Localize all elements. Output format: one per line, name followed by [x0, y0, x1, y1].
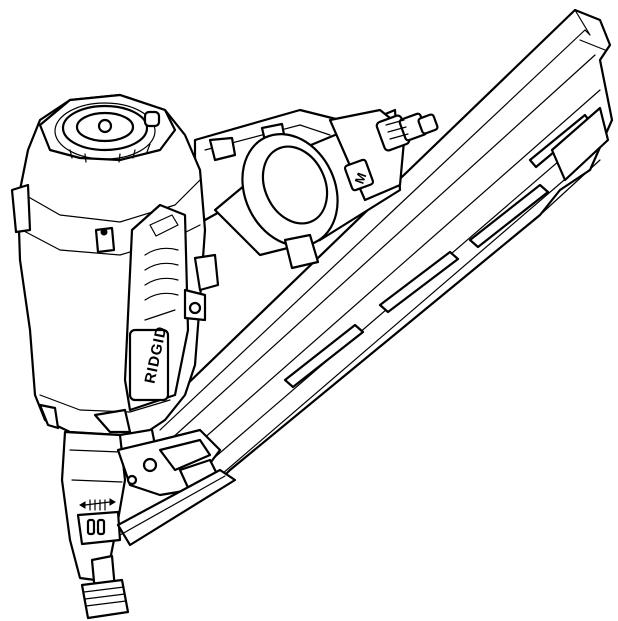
nose-assembly: [60, 428, 237, 620]
depth-adjust-icon: [79, 498, 116, 511]
motor-badge: [343, 158, 375, 192]
motor-badge-text: M: [352, 171, 370, 186]
trigger-assembly: [183, 253, 220, 322]
air-cylinder: M: [213, 108, 439, 270]
magazine-rail: [148, 8, 614, 502]
tool-body: RIDGID: [10, 93, 207, 437]
air-fitting-icon: [375, 112, 439, 152]
